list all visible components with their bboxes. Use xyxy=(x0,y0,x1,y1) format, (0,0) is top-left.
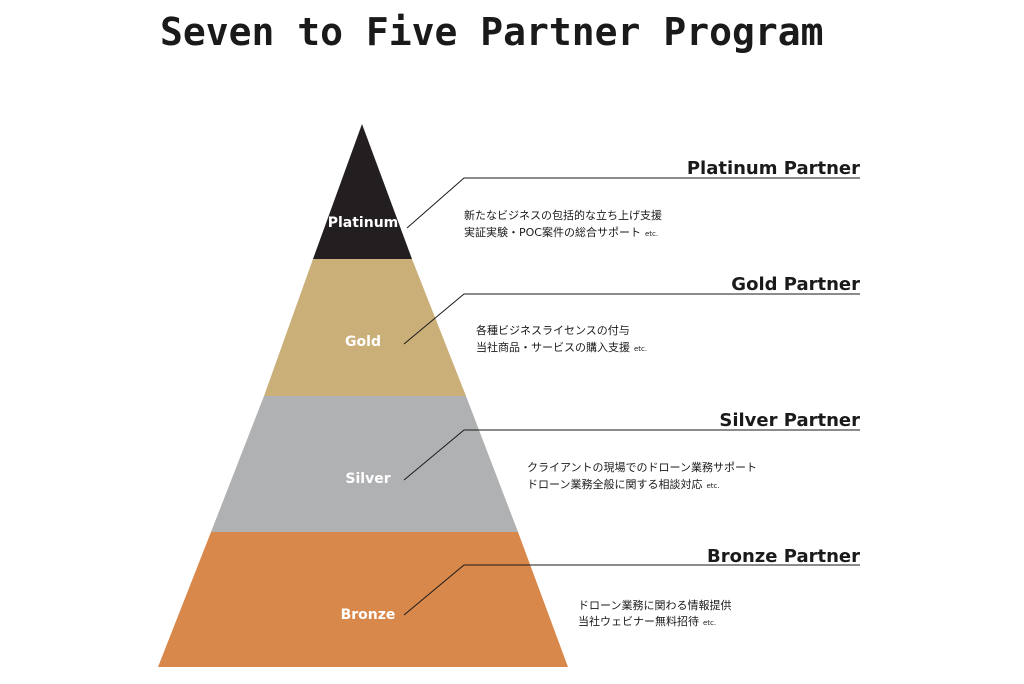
pyramid-tier-silver xyxy=(211,396,518,532)
tier-label-gold: Gold xyxy=(345,334,381,350)
partner-title-gold: Gold Partner xyxy=(731,274,860,295)
page-title: Seven to Five Partner Program xyxy=(160,10,824,54)
leader-line-silver xyxy=(403,429,860,481)
pyramid-tier-gold xyxy=(264,259,466,396)
partner-title-bronze: Bronze Partner xyxy=(707,546,860,567)
desc-platinum-line1: 新たなビジネスの包括的な立ち上げ支援 xyxy=(464,208,662,222)
tier-label-bronze: Bronze xyxy=(341,607,396,623)
partner-title-silver: Silver Partner xyxy=(719,410,860,431)
etc-note: etc. xyxy=(706,482,719,490)
etc-note: etc. xyxy=(645,230,658,238)
pyramid-tier-bronze xyxy=(158,532,568,667)
tier-label-silver: Silver xyxy=(345,471,390,487)
etc-note: etc. xyxy=(703,619,716,627)
leader-line-platinum xyxy=(406,177,860,229)
partner-title-platinum: Platinum Partner xyxy=(687,158,860,179)
desc-silver-line1: クライアントの現場でのドローン業務サポート xyxy=(527,460,757,474)
tier-label-platinum: Platinum xyxy=(328,215,399,231)
desc-bronze-line1: ドローン業務に関わる情報提供 xyxy=(578,598,731,612)
desc-gold-line1: 各種ビジネスライセンスの付与 xyxy=(476,323,630,337)
pyramid-tier-platinum xyxy=(313,124,412,259)
leader-line-gold xyxy=(403,293,860,345)
etc-note: etc. xyxy=(634,345,647,353)
leader-line-bronze xyxy=(403,564,860,616)
